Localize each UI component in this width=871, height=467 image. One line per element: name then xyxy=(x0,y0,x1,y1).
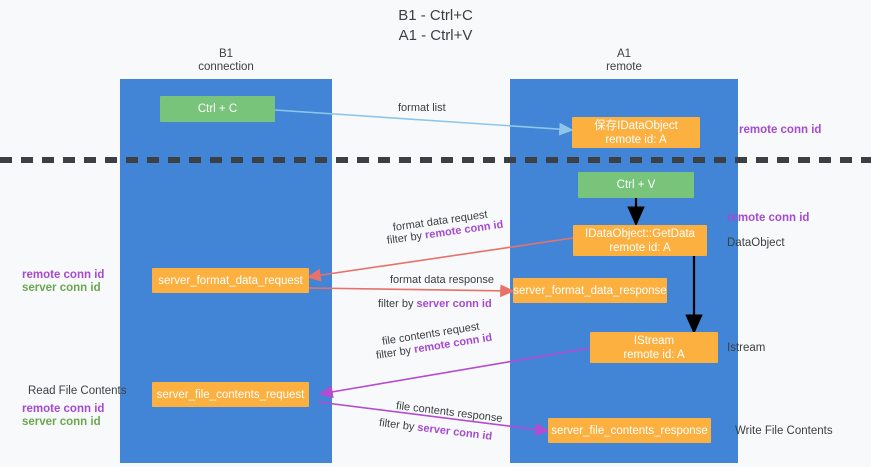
lane-header-b1: B1 connection xyxy=(198,48,254,73)
node-save-idataobject-line2: remote id: A xyxy=(605,133,667,146)
annotation-left-server-conn-id: server conn id xyxy=(22,282,101,294)
node-ctrl-c[interactable]: Ctrl + C xyxy=(160,96,275,122)
node-server-format-data-request-label: server_format_data_request xyxy=(158,274,303,287)
edge-label-filter-by-server-conn-id-1: filter by server conn id xyxy=(378,297,492,312)
filter-prefix-1: filter by xyxy=(386,229,426,247)
node-server-format-data-response-label: server_format_data_response xyxy=(513,284,667,297)
node-server-file-contents-request-label: server_file_contents_request xyxy=(156,388,305,401)
lane-header-a1: A1 remote xyxy=(606,48,642,73)
node-istream-line1: IStream xyxy=(633,334,675,347)
node-istream-line2: remote id: A xyxy=(623,348,685,361)
filter-prefix-3: filter by xyxy=(375,343,416,362)
node-server-file-contents-request[interactable]: server_file_contents_request xyxy=(152,382,309,407)
node-ctrl-v[interactable]: Ctrl + V xyxy=(578,172,694,198)
node-istream[interactable]: IStream remote id: A xyxy=(590,332,718,363)
node-idataobject-getdata[interactable]: IDataObject::GetData remote id: A xyxy=(573,225,707,256)
annotation-remote-conn-id-top: remote conn id xyxy=(739,124,822,136)
server-conn-id-key-2: server conn id xyxy=(416,421,493,443)
edge-label-format-list: format list xyxy=(398,102,446,114)
node-save-idataobject-line1: 保存IDataObject xyxy=(594,119,678,132)
annotation-left-remote-conn-id: remote conn id xyxy=(22,269,105,281)
node-server-format-data-request[interactable]: server_format_data_request xyxy=(152,268,309,293)
annotation-dataobject: DataObject xyxy=(727,237,785,249)
filter-prefix-2: filter by xyxy=(378,298,417,310)
annotation-read-file-contents: Read File Contents xyxy=(28,385,127,397)
node-getdata-line1: IDataObject::GetData xyxy=(585,227,695,240)
node-ctrl-v-label: Ctrl + V xyxy=(616,179,656,191)
node-save-idataobject[interactable]: 保存IDataObject remote id: A xyxy=(572,117,700,148)
server-conn-id-key-1: server conn id xyxy=(416,298,492,310)
annotation-write-file-contents: Write File Contents xyxy=(735,425,833,437)
node-server-file-contents-response-label: server_file_contents_response xyxy=(551,424,708,437)
section-divider xyxy=(0,157,871,163)
annotation-left-remote-conn-id-2: remote conn id xyxy=(22,403,105,415)
annotation-remote-conn-id-mid: remote conn id xyxy=(727,212,810,224)
annotation-left-server-conn-id-2: server conn id xyxy=(22,416,101,428)
filter-prefix-4: filter by xyxy=(378,416,419,434)
edge-label-format-data-response: format data response xyxy=(390,274,494,286)
node-server-format-data-response[interactable]: server_format_data_response xyxy=(513,278,667,303)
node-ctrl-c-label: Ctrl + C xyxy=(197,103,238,115)
node-server-file-contents-response[interactable]: server_file_contents_response xyxy=(548,418,711,443)
annotation-istream: Istream xyxy=(727,342,766,354)
node-getdata-line2: remote id: A xyxy=(609,241,671,254)
page-title: B1 - Ctrl+C A1 - Ctrl+V xyxy=(398,7,473,44)
